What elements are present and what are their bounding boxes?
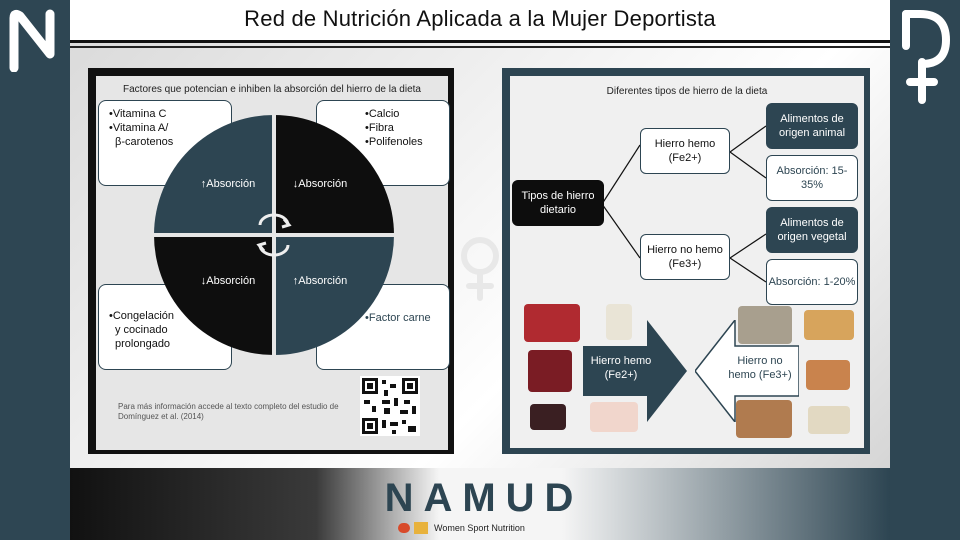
- quadrant-bl: ↓Absorción: [154, 237, 272, 355]
- divider-line: [70, 46, 890, 48]
- partner-badge-icon: [414, 522, 428, 534]
- footer-band: [70, 468, 890, 540]
- chicken-image: [590, 402, 638, 432]
- quadrant-br: ↑Absorción: [276, 237, 394, 355]
- heme-absorption-node: Absorción: 15-35%: [766, 155, 858, 201]
- heme-iron-node: Hierro hemo (Fe2+): [640, 128, 730, 174]
- enhancer-item: •Vitamina C: [109, 108, 167, 120]
- left-sidebar: [0, 0, 70, 540]
- heme-arrow: Hierro hemo (Fe2+): [583, 320, 687, 422]
- enhancer-item: •Vitamina A/: [109, 122, 169, 134]
- liver-image: [528, 350, 572, 392]
- tree-connectors: [601, 125, 767, 283]
- plant-foods-node: Alimentos de origen vegetal: [766, 207, 858, 253]
- title-bar: Red de Nutrición Aplicada a la Mujer Dep…: [70, 0, 890, 43]
- beans-image: [806, 360, 850, 390]
- female-symbol-icon: [455, 232, 505, 302]
- tagline: Women Sport Nutrition: [434, 523, 525, 533]
- quadrant-label: ↑Absorción: [292, 275, 348, 287]
- quadrant-label: ↑Absorción: [200, 178, 256, 190]
- animal-foods-node: Alimentos de origen animal: [766, 103, 858, 149]
- study-footnote: Para más información accede al texto com…: [118, 402, 339, 421]
- iron-types-heading: Diferentes tipos de hierro de la dieta: [606, 86, 768, 97]
- page-title: Red de Nutrición Aplicada a la Mujer Dep…: [244, 6, 716, 31]
- nonheme-absorption-node: Absorción: 1-20%: [766, 259, 858, 305]
- heme-arrow-label: Hierro hemo (Fe2+): [590, 355, 652, 381]
- blood-sausage-image: [530, 404, 566, 430]
- clams-image: [606, 304, 632, 340]
- nonheme-iron-node: Hierro no hemo (Fe3+): [640, 234, 730, 280]
- absorption-circle: ↑Absorción ↓Absorción ↓Absorción ↑Absorc…: [154, 115, 394, 355]
- cycle-arrows-icon: [254, 211, 294, 259]
- quadrant-tl: ↑Absorción: [154, 115, 272, 233]
- nonheme-arrow-label: Hierro no hemo (Fe3+): [728, 355, 792, 381]
- partner-logo-icon: [398, 523, 410, 533]
- white-beans-image: [808, 406, 850, 434]
- namud-logo: NAMUD: [384, 476, 584, 520]
- absorption-heading: Factores que potencian e inhiben la abso…: [123, 84, 421, 95]
- iron-types-root: Tipos de hierro dietario: [512, 180, 604, 226]
- quadrant-label: ↓Absorción: [200, 275, 256, 287]
- nonheme-arrow: Hierro no hemo (Fe3+): [694, 317, 800, 425]
- chickpeas-image: [804, 310, 854, 340]
- beef-image: [524, 304, 580, 342]
- n-logo: [8, 8, 62, 73]
- quadrant-label: ↓Absorción: [292, 178, 348, 190]
- lentils-grey-image: [738, 306, 792, 344]
- d-female-logo: [898, 6, 954, 106]
- qr-code[interactable]: [360, 376, 420, 436]
- lentils-brown-image: [736, 400, 792, 438]
- quadrant-tr: ↓Absorción: [276, 115, 394, 233]
